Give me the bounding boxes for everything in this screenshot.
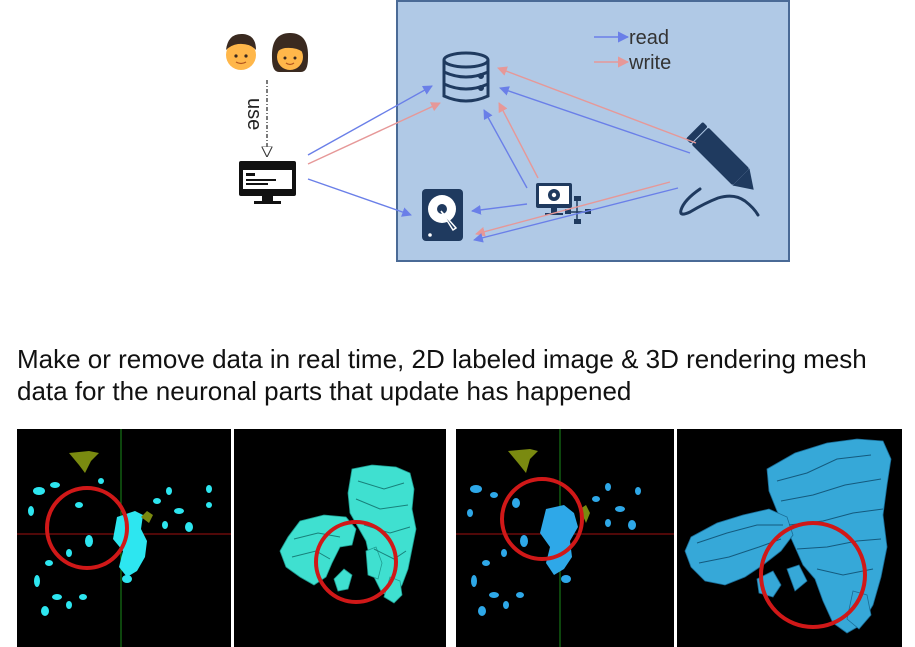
after-2d-slice-image xyxy=(456,429,674,647)
before-3d-mesh-image xyxy=(234,429,446,647)
read-arrow-server-disk xyxy=(471,203,528,215)
highlight-circle xyxy=(759,521,867,629)
database-icon xyxy=(442,51,490,103)
read-arrow-client-disk xyxy=(307,178,412,217)
legend: read write xyxy=(594,27,671,74)
monitor-icon xyxy=(239,161,296,204)
labeled-segments xyxy=(28,451,212,616)
highlight-circle xyxy=(45,486,129,570)
after-3d-mesh-image xyxy=(677,429,902,647)
labeled-segments xyxy=(467,449,641,616)
woman-face-icon xyxy=(271,33,309,72)
legend-read-label: read xyxy=(629,27,669,49)
hard-disk-icon xyxy=(422,189,463,241)
highlight-circle xyxy=(500,477,584,561)
caption-text: Make or remove data in real time, 2D lab… xyxy=(17,344,867,406)
read-arrow-pen-database xyxy=(499,86,691,154)
data-flow-diagram: read write use xyxy=(226,0,790,262)
server-network-icon xyxy=(536,183,591,224)
before-2d-slice-image xyxy=(17,429,231,647)
man-face-icon xyxy=(226,33,256,70)
legend-write-label: write xyxy=(628,52,671,74)
mesh-rendering xyxy=(684,438,892,634)
highlight-circle xyxy=(314,520,398,604)
write-arrow-pen-disk xyxy=(475,181,671,237)
read-arrow-client-database xyxy=(307,85,433,156)
write-arrow-client-database xyxy=(307,102,441,165)
write-arrow-pen-database xyxy=(497,66,697,144)
use-label: use xyxy=(243,98,265,130)
read-arrow-server-database xyxy=(483,109,528,189)
read-arrow-pen-disk xyxy=(473,187,679,243)
pen-icon xyxy=(679,122,760,217)
write-arrow-server-database xyxy=(498,102,539,179)
